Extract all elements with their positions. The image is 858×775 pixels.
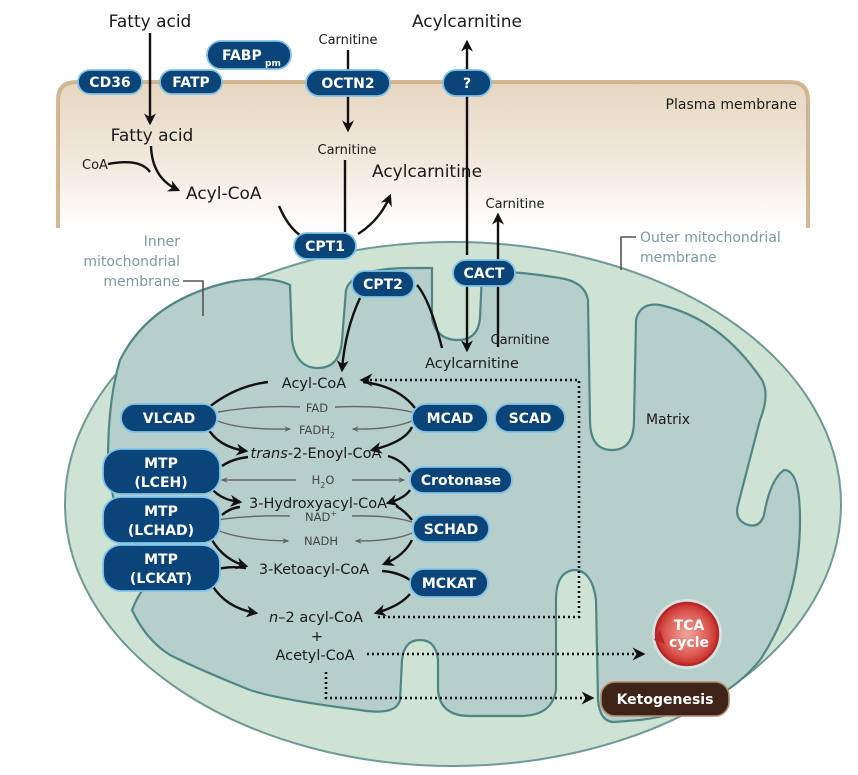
carnitine-cytosol-2: Carnitine (486, 197, 545, 212)
tca-cycle-arrow-icon (654, 630, 665, 644)
nadh-label: NADH (304, 534, 338, 548)
enzyme-unknown-transporter: ? (442, 69, 492, 97)
svg-text:mitochondrial: mitochondrial (83, 254, 180, 270)
svg-text:Inner: Inner (144, 234, 180, 250)
svg-text:MTP: MTP (144, 552, 178, 568)
svg-text:(LCKAT): (LCKAT) (130, 571, 192, 587)
svg-text:membrane: membrane (640, 250, 717, 266)
svg-text:CPT2: CPT2 (363, 277, 403, 293)
enzyme-fatp: FATP (159, 69, 223, 95)
acylcarnitine-extracellular: Acylcarnitine (412, 12, 522, 32)
h2o-label: H2O (312, 473, 335, 490)
svg-text:CACT: CACT (464, 266, 505, 282)
svg-text:VLCAD: VLCAD (143, 411, 196, 427)
enzyme-cact: CACT (452, 259, 516, 287)
enzyme-mtp-lckat: MTP (LCKAT) (102, 544, 221, 592)
enoyl-coa-label: trans-2-Enoyl-CoA (251, 446, 382, 462)
svg-text:(LCEH): (LCEH) (134, 475, 187, 491)
svg-text:MCKAT: MCKAT (422, 576, 477, 592)
svg-text:?: ? (463, 76, 471, 92)
svg-text:CPT1: CPT1 (305, 239, 345, 255)
enzyme-mckat: MCKAT (409, 568, 489, 598)
carnitine-cytosol: Carnitine (318, 143, 377, 158)
svg-text:pm: pm (265, 59, 281, 69)
svg-text:cycle: cycle (669, 635, 709, 651)
coa-label: CoA (82, 158, 108, 173)
svg-text:OCTN2: OCTN2 (321, 76, 374, 92)
mitochondrion (64, 241, 842, 767)
svg-text:SCHAD: SCHAD (424, 522, 479, 538)
carnitine-matrix: Carnitine (491, 333, 550, 348)
carnitine-extracellular: Carnitine (319, 33, 378, 48)
metabolite-labels: Fatty acid Carnitine Acylcarnitine Fatty… (82, 12, 549, 664)
acyl-coa-matrix: Acyl-CoA (282, 376, 346, 392)
n-2-acyl-coa-label: n–2 acyl-CoA (269, 610, 363, 626)
enzyme-vlcad: VLCAD (120, 403, 218, 433)
inner-membrane-label: Inner mitochondrial membrane (83, 234, 204, 316)
svg-text:Ketogenesis: Ketogenesis (617, 692, 714, 708)
plasma-membrane (56, 80, 810, 228)
enzyme-crotonase: Crotonase (409, 466, 513, 494)
acylcarnitine-cytosol: Acylcarnitine (372, 162, 482, 182)
fatty-acid-extracellular: Fatty acid (109, 12, 192, 32)
beta-oxidation-arrows (205, 380, 416, 618)
enzyme-octn2: OCTN2 (305, 69, 391, 97)
svg-text:Crotonase: Crotonase (421, 473, 501, 489)
inner-mitochondrial-membrane (106, 266, 802, 724)
enzyme-cpt1: CPT1 (293, 232, 357, 260)
svg-text:(LCHAD): (LCHAD) (128, 523, 194, 539)
acyl-coa-cytosol: Acyl-CoA (186, 184, 262, 204)
ketoacyl-coa-label: 3-Ketoacyl-CoA (259, 562, 369, 578)
acylcarnitine-matrix: Acylcarnitine (425, 356, 519, 372)
svg-text:SCAD: SCAD (509, 411, 552, 427)
enzyme-cpt2: CPT2 (351, 270, 415, 298)
enzyme-mtp-lchad: MTP (LCHAD) (102, 496, 221, 544)
dotted-pathways (324, 373, 646, 705)
fatty-acid-cytosol: Fatty acid (111, 126, 194, 146)
svg-text:MTP: MTP (144, 456, 178, 472)
ketogenesis: Ketogenesis (600, 681, 730, 717)
svg-text:FABP: FABP (222, 48, 262, 64)
enzyme-mtp-lceh: MTP (LCEH) (102, 448, 221, 495)
hydroxyacyl-coa-label: 3-Hydroxyacyl-CoA (249, 496, 387, 512)
svg-text:MCAD: MCAD (427, 411, 474, 427)
transport-arrows (107, 33, 504, 373)
enzyme-schad: SCHAD (412, 514, 490, 543)
fad-label: FAD (306, 401, 328, 415)
tca-cycle: TCA cycle (652, 599, 722, 669)
nad-label: NAD+ (305, 509, 337, 524)
matrix-label: Matrix (646, 412, 690, 428)
fadh2-label: FADH2 (299, 423, 335, 440)
plasma-membrane-label: Plasma membrane (666, 97, 797, 113)
enzyme-fabp-pm: FABP pm (206, 40, 292, 70)
svg-text:MTP: MTP (144, 504, 178, 520)
enzyme-cd36: CD36 (77, 69, 143, 95)
enzyme-scad: SCAD (494, 403, 566, 433)
svg-text:CD36: CD36 (89, 75, 130, 91)
svg-text:FATP: FATP (172, 75, 210, 91)
svg-text:TCA: TCA (674, 618, 705, 634)
plus-sign: + (311, 629, 323, 645)
acetyl-coa-label: Acetyl-CoA (276, 648, 355, 664)
svg-text:Outer mitochondrial: Outer mitochondrial (640, 230, 781, 246)
outer-membrane-label: Outer mitochondrial membrane (620, 230, 781, 270)
enzyme-mcad: MCAD (411, 403, 489, 433)
svg-text:membrane: membrane (103, 274, 180, 290)
